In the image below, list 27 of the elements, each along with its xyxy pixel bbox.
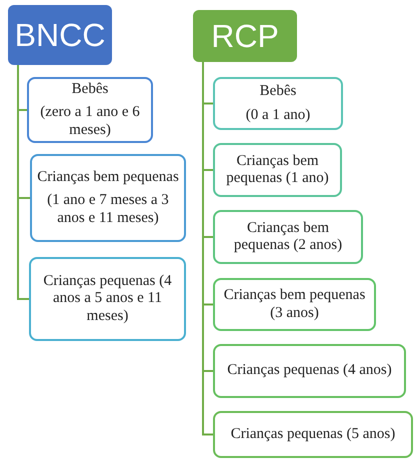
box-text: Bebês xyxy=(72,81,108,98)
connector-line xyxy=(202,62,213,436)
box-text: Crianças pequenas (4 anos a 5 anos e 11 meses) xyxy=(42,273,173,325)
box-text: Crianças bem pequenas (3 anos) xyxy=(222,287,366,322)
box-text: Crianças bem pequenas xyxy=(37,169,179,186)
category-box xyxy=(30,154,186,242)
category-box xyxy=(213,143,342,197)
box-text: RCP xyxy=(211,18,279,54)
category-box xyxy=(213,77,343,130)
box-text: Crianças bem pequenas (2 anos) xyxy=(232,220,344,254)
box-text: (zero a 1 ano e 6 meses) xyxy=(39,104,141,139)
box-text: Crianças pequenas (5 anos) xyxy=(230,426,396,444)
header-box xyxy=(193,10,297,62)
box-text: (0 a 1 ano) xyxy=(246,106,310,124)
connector-line xyxy=(17,65,29,300)
category-box xyxy=(213,278,376,331)
category-box xyxy=(29,257,186,341)
box-text: Crianças pequenas (4 anos) xyxy=(227,362,392,380)
box-text: (1 ano e 7 meses a 3 anos e 11 meses) xyxy=(46,192,170,227)
category-box xyxy=(213,210,363,264)
box-text: BNCC xyxy=(14,16,106,54)
box-text: Bebês xyxy=(260,83,296,100)
category-box xyxy=(213,411,413,458)
category-box xyxy=(213,344,406,398)
box-text: Crianças bem pequenas (1 ano) xyxy=(225,152,330,188)
category-box xyxy=(27,77,153,143)
header-box xyxy=(8,5,112,65)
